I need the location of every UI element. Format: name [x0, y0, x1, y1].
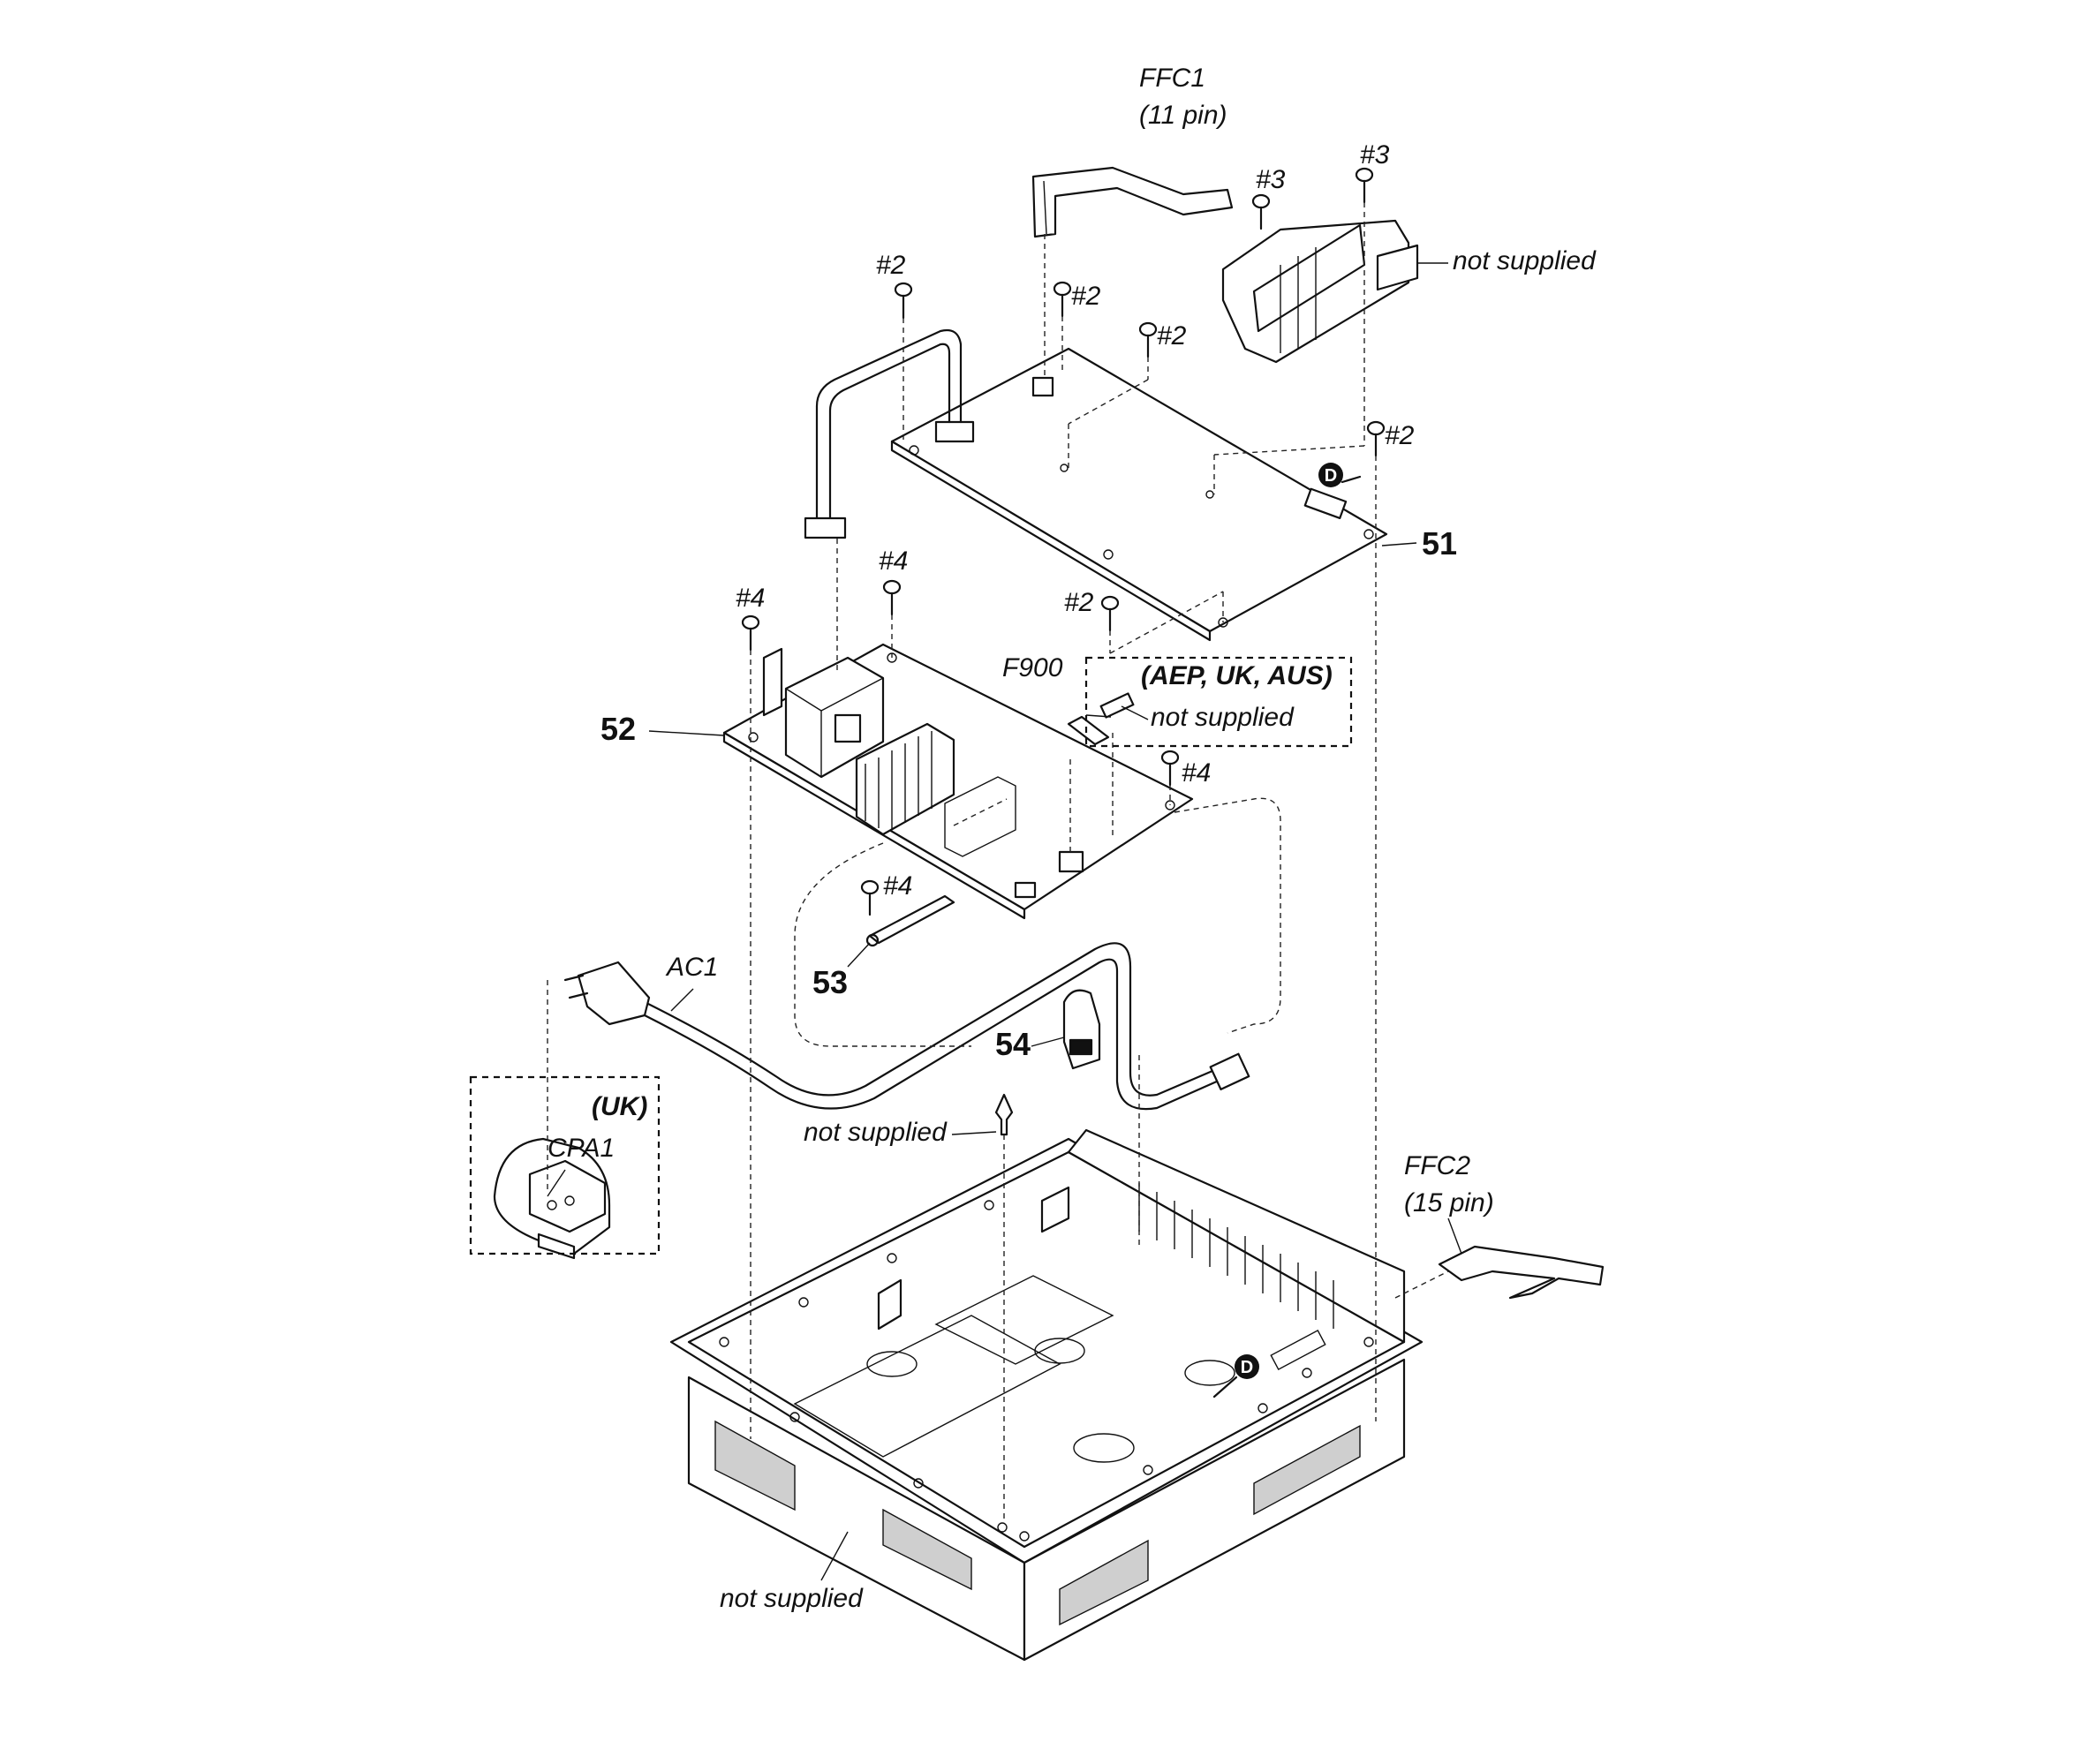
label-screw-2-a: #2 [876, 251, 906, 280]
screw-2-a [894, 282, 913, 320]
part-53-bracket [865, 894, 955, 947]
marker-d-board-text: D [1325, 466, 1337, 486]
chassis-holes [719, 1200, 1374, 1542]
vent-slots [1138, 1183, 1334, 1329]
label-region-aep-uk-aus: (AEP, UK, AUS) [1141, 661, 1333, 690]
label-part-54: 54 [995, 1026, 1031, 1062]
marker-d-board [1318, 463, 1343, 487]
leader-lines [547, 262, 1462, 1581]
label-screw-2-e: #2 [1064, 588, 1094, 617]
chassis: D [669, 1128, 1424, 1662]
assembly-guides [547, 202, 1449, 1523]
screw-4-a [741, 614, 760, 652]
label-screw-4-a: #4 [736, 584, 765, 613]
label-screw-2-b: #2 [1071, 282, 1101, 311]
ffc1-cable [1031, 166, 1234, 238]
part-54-clamp [1062, 989, 1101, 1070]
label-not-supplied-bracket: not supplied [1453, 246, 1597, 275]
marker-d-chassis-text: D [1241, 1358, 1253, 1377]
screw-3-a [1251, 193, 1271, 230]
board-52 [722, 643, 1194, 920]
screw-4-c [1160, 750, 1180, 787]
board-cable [804, 328, 963, 539]
label-not-supplied-chassis: not supplied [720, 1584, 864, 1613]
label-ffc1-pins: (11 pin) [1139, 101, 1227, 130]
bracket-not-supplied [1221, 219, 1419, 364]
label-ffc1: FFC1 [1139, 64, 1205, 93]
label-screw-4-d: #4 [883, 871, 912, 901]
ffc2-cable [1438, 1245, 1605, 1300]
push-rivet [994, 1093, 1014, 1136]
label-part-53: 53 [812, 964, 848, 1000]
heatsink [855, 722, 955, 836]
label-not-supplied-fuse: not supplied [1151, 703, 1295, 732]
screw-2-d [1366, 420, 1386, 457]
label-screw-3-b: #3 [1360, 140, 1390, 170]
label-not-supplied-rivet: not supplied [804, 1118, 948, 1147]
ac-cord [563, 942, 1250, 1111]
screw-2-c [1138, 321, 1158, 358]
board-51: D [890, 347, 1388, 642]
label-cpa1: CPA1 [548, 1134, 615, 1163]
label-screw-4-b: #4 [879, 547, 908, 576]
screws [741, 167, 1386, 916]
screw-4-d [860, 879, 880, 916]
label-ac1: AC1 [665, 953, 718, 982]
uk-plug-adapter [493, 1137, 611, 1260]
screw-3-b [1355, 167, 1374, 204]
label-region-uk: (UK) [592, 1092, 647, 1121]
label-ffc2: FFC2 [1404, 1151, 1470, 1180]
label-screw-2-d: #2 [1385, 421, 1415, 450]
label-f900: F900 [1002, 653, 1063, 682]
screw-2-e [1100, 595, 1120, 632]
label-part-52: 52 [600, 711, 636, 747]
label-screw-4-c: #4 [1182, 758, 1211, 788]
label-screw-2-c: #2 [1157, 321, 1187, 351]
label-screw-3-a: #3 [1256, 165, 1286, 194]
screw-2-b [1053, 281, 1072, 318]
label-part-51: 51 [1422, 525, 1457, 562]
region-box-uk [469, 1075, 661, 1255]
region-box-aep-uk-aus [1084, 656, 1353, 748]
screw-4-b [882, 579, 902, 616]
marker-d-chassis [1235, 1354, 1259, 1379]
label-ffc2-pins: (15 pin) [1404, 1188, 1494, 1217]
